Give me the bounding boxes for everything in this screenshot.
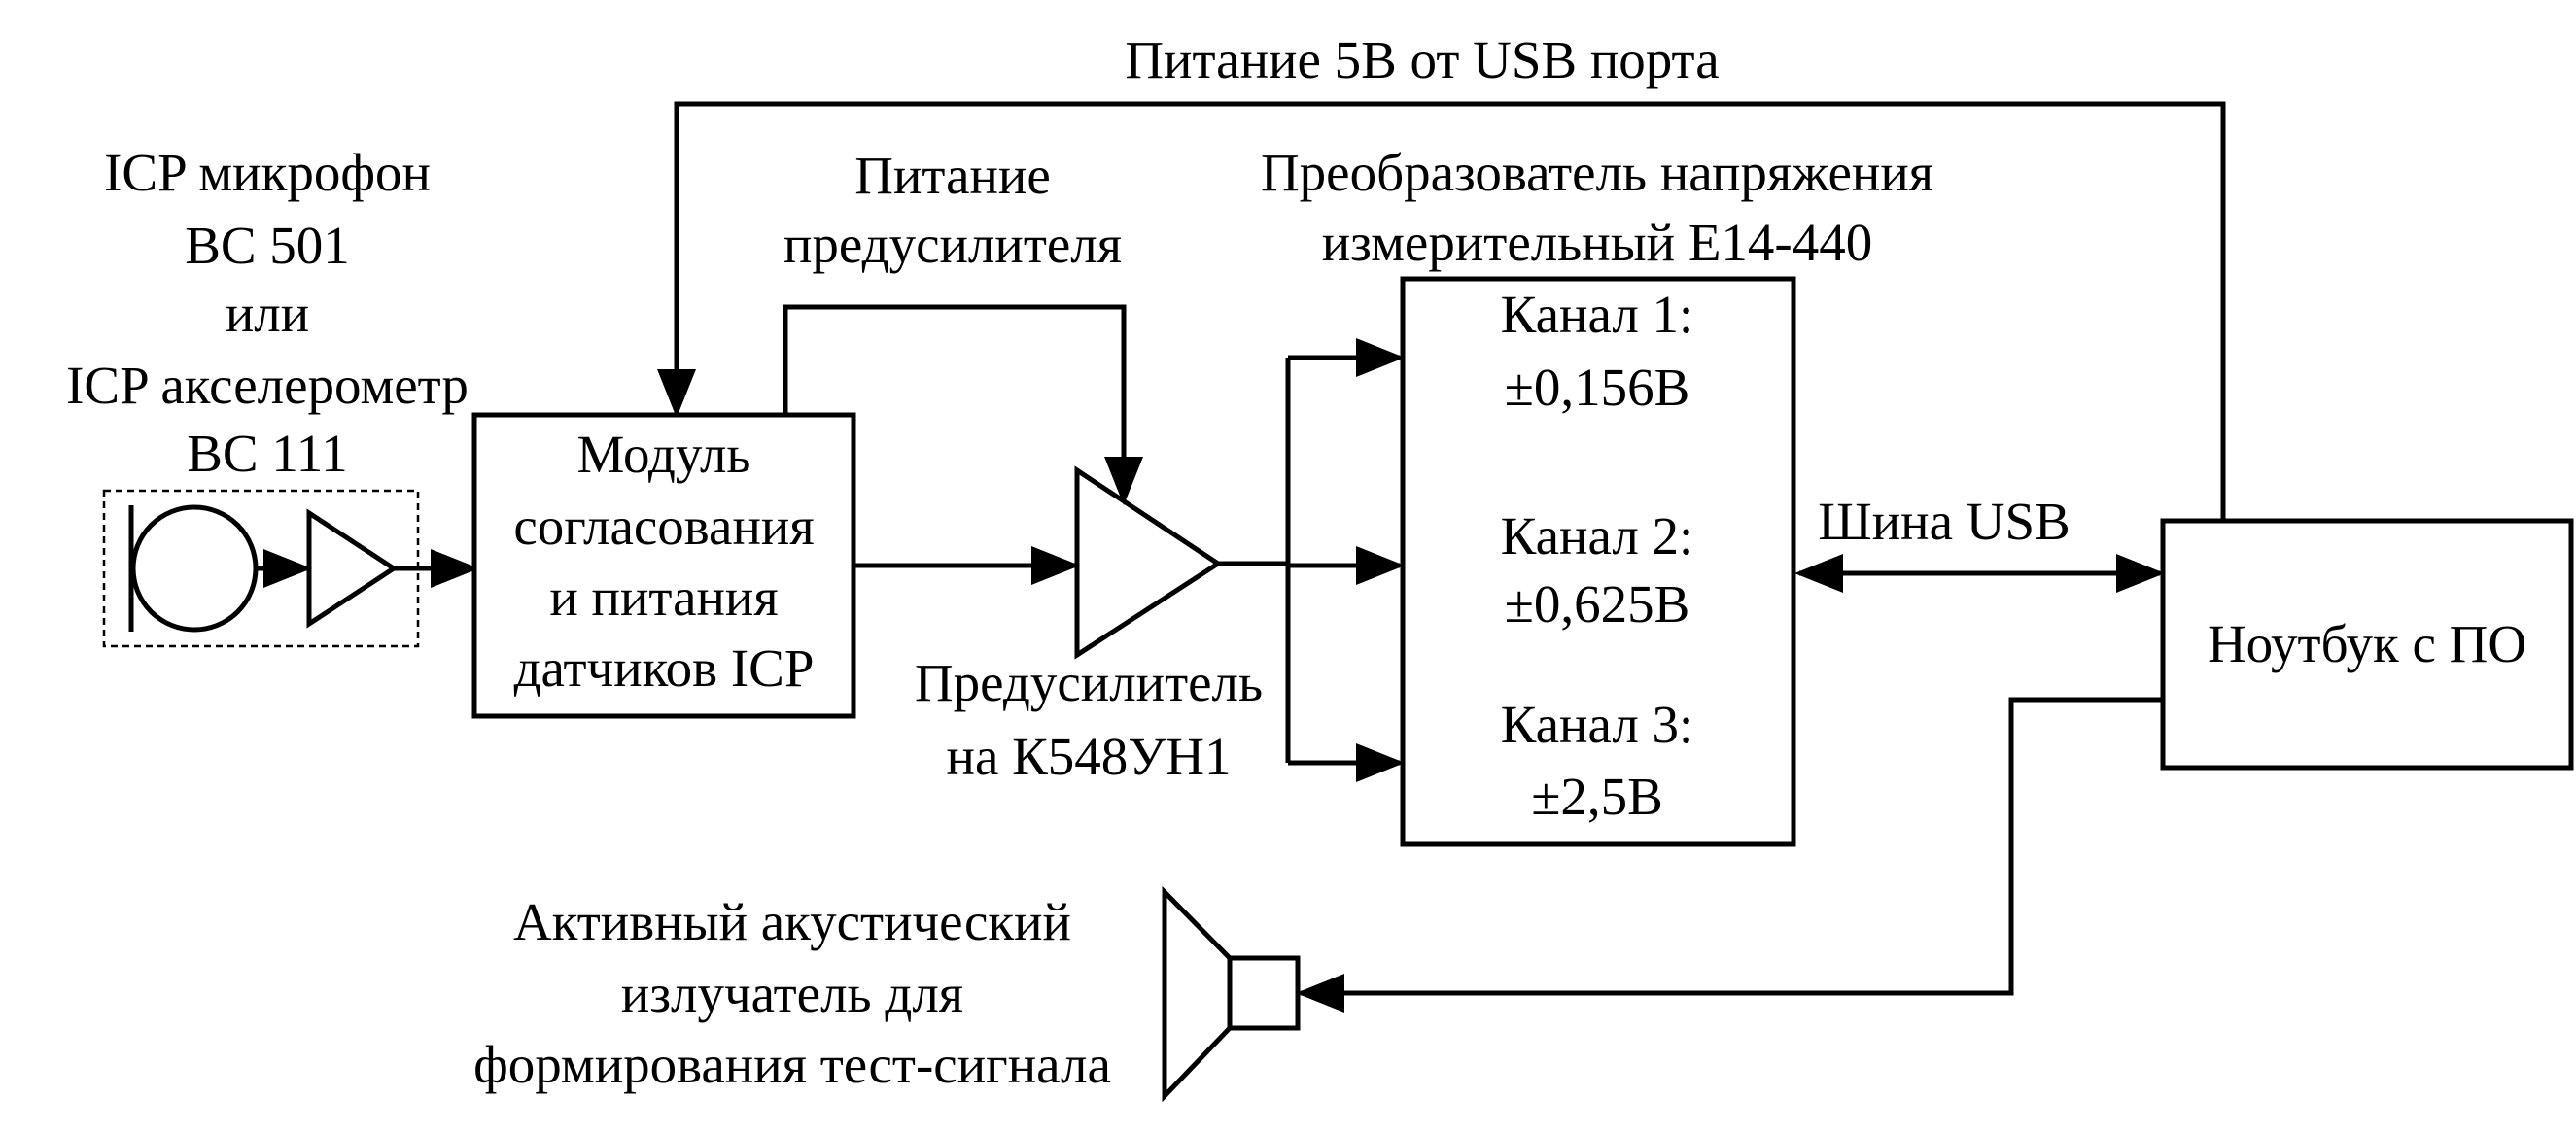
svg-text:согласования: согласования <box>513 497 814 556</box>
svg-text:±0,625В: ±0,625В <box>1505 574 1690 634</box>
svg-text:Питание: Питание <box>854 146 1051 205</box>
svg-text:датчиков ICP: датчиков ICP <box>514 638 815 698</box>
converter-title: Преобразователь напряжения измерительный… <box>1261 143 1933 272</box>
preamp-power-label: Питание предусилителя <box>783 146 1122 274</box>
svg-text:Ноутбук с ПО: Ноутбук с ПО <box>2208 614 2526 673</box>
svg-text:±2,5В: ±2,5В <box>1531 767 1663 826</box>
svg-text:формирования тест-сигнала: формирования тест-сигнала <box>473 1035 1111 1094</box>
svg-text:Канал 3:: Канал 3: <box>1501 695 1694 754</box>
svg-text:Предусилитель: Предусилитель <box>915 653 1263 712</box>
svg-text:ICP микрофон: ICP микрофон <box>104 143 431 202</box>
laptop-box: Ноутбук с ПО <box>2160 518 2574 771</box>
svg-text:ВС 111: ВС 111 <box>187 424 348 483</box>
matching-module-box: Модуль согласования и питания датчиков I… <box>471 412 856 719</box>
svg-text:измерительный Е14-440: измерительный Е14-440 <box>1322 213 1873 272</box>
converter-box: Канал 1: ±0,156В Канал 2: ±0,625В Канал … <box>1400 276 1796 847</box>
svg-text:излучатель для: излучатель для <box>621 964 963 1023</box>
preamp-symbol <box>1074 465 1223 660</box>
channel-distribution <box>1218 338 1405 782</box>
svg-text:Канал 1:: Канал 1: <box>1501 285 1694 344</box>
usb-bus-label: Шина USB <box>1818 492 2071 551</box>
speaker-label: Активный акустический излучатель для фор… <box>473 892 1111 1094</box>
svg-text:или: или <box>226 284 309 343</box>
svg-text:Модуль: Модуль <box>576 425 750 484</box>
sensor-symbol <box>102 489 479 648</box>
preamp-label: Предусилитель на К548УН1 <box>915 653 1263 786</box>
speaker-feed-line <box>1296 697 2163 1013</box>
usb-power-label: Питание 5В от USB порта <box>1125 30 1719 89</box>
svg-text:и питания: и питания <box>549 567 778 627</box>
preamp-power-line <box>783 304 1143 505</box>
speaker-symbol <box>1162 885 1301 1103</box>
svg-text:Преобразователь напряжения: Преобразователь напряжения <box>1261 143 1933 202</box>
svg-text:±0,156В: ±0,156В <box>1505 358 1690 417</box>
svg-text:на К548УН1: на К548УН1 <box>947 727 1232 786</box>
sensor-label: ICP микрофон ВС 501 или ICP акселерометр… <box>66 143 469 483</box>
svg-text:Канал 2:: Канал 2: <box>1501 506 1694 566</box>
svg-text:ICP акселерометр: ICP акселерометр <box>66 356 469 415</box>
svg-text:ВС 501: ВС 501 <box>185 216 350 275</box>
usb-power-line <box>657 101 2226 521</box>
svg-text:Активный акустический: Активный акустический <box>513 892 1071 951</box>
svg-text:предусилителя: предусилителя <box>783 215 1122 274</box>
